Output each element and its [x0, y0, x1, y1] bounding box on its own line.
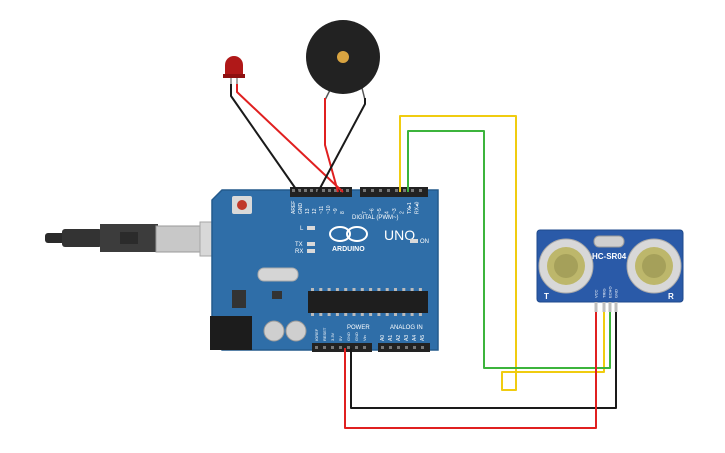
onboard-leds — [307, 226, 418, 253]
digital-pin-label: 4 — [385, 211, 391, 214]
power-header-label: POWER — [347, 325, 370, 331]
wire-led-gnd — [230, 84, 299, 193]
capacitor-right — [285, 320, 307, 342]
analog-pin-label: A1 — [388, 335, 394, 341]
analog-pin-label: A5 — [420, 335, 426, 341]
digital-pin-label: 12 — [312, 208, 318, 214]
digital-pin-label: AREF — [291, 201, 297, 214]
reset-button[interactable] — [232, 196, 252, 214]
voltage-regulator — [232, 290, 246, 308]
digital-pin-label: RX◂0 — [415, 202, 421, 214]
transmitter-marker: T — [544, 292, 549, 301]
small-chip — [272, 291, 282, 299]
power-pin-label: GND — [346, 332, 351, 341]
wires — [230, 84, 617, 429]
sensor-pin-label: TRIG — [602, 288, 607, 298]
transmitter-transducer — [538, 238, 594, 294]
digital-pin-label: GND — [298, 203, 304, 215]
led-l-label: L — [300, 226, 304, 232]
digital-pin-label: TX▸1 — [407, 202, 413, 214]
wire-buzzer-pin — [324, 98, 339, 193]
led-rx-label: RX — [295, 249, 303, 255]
brand-label: ARDUINO — [332, 246, 365, 253]
power-pin-label: RESET — [322, 327, 327, 341]
power-pin-label: 3.3V — [330, 332, 335, 341]
power-pin-label: IOREF — [314, 328, 319, 341]
wire-yellow-trig — [399, 115, 605, 391]
wire-green-echo — [407, 130, 611, 369]
digital-pin-label: ~3 — [392, 208, 398, 214]
digital-pin-label: ~9 — [333, 208, 339, 214]
analog-pin-label: A2 — [396, 335, 402, 341]
digital-pin-label: 7 — [362, 211, 368, 214]
analog-pin-label: A4 — [412, 335, 418, 341]
microcontroller-chip — [308, 288, 428, 316]
arduino-logo — [329, 226, 368, 242]
power-header — [312, 343, 430, 352]
sensor-pin — [602, 302, 606, 312]
digital-pin-label: 8 — [340, 211, 346, 214]
digital-pin-label: 13 — [305, 208, 311, 214]
analog-pin-label: A3 — [404, 335, 410, 341]
digital-pin-label: ~5 — [377, 208, 383, 214]
receiver-marker: R — [668, 292, 674, 301]
digital-pin-label: 2 — [400, 211, 406, 214]
sensor-pin-label: GND — [614, 289, 619, 298]
piezo-buzzer — [306, 20, 380, 101]
analog-header-label: ANALOG IN — [390, 325, 423, 331]
sensor-model-label: HC-SR04 — [592, 252, 627, 261]
wire-led-pin — [236, 84, 344, 193]
wire-red-5v — [344, 312, 597, 429]
digital-header-label: DIGITAL (PWM~) — [352, 215, 399, 221]
power-pin-label: GND — [354, 332, 359, 341]
power-pin-label: 5V — [338, 336, 343, 341]
on-label: ON — [420, 239, 429, 245]
receiver-transducer — [626, 238, 682, 294]
sensor-pin — [608, 302, 612, 312]
board-name: UNO — [384, 227, 415, 243]
analog-pin-label: A0 — [380, 335, 386, 341]
sensor-pin — [594, 302, 598, 312]
digital-pin-label: ~11 — [319, 206, 325, 214]
sensor-pin-label: VCC — [594, 289, 599, 298]
crystal — [257, 267, 299, 282]
wire-buzzer-gnd — [317, 98, 366, 193]
capacitor-left — [263, 320, 285, 342]
wire-black-gnd — [350, 312, 617, 409]
led-tx-label: TX — [295, 242, 303, 248]
sensor-pin-label: ECHO — [608, 286, 613, 298]
sensor-pin — [614, 302, 618, 312]
red-led — [223, 56, 245, 86]
power-jack — [210, 316, 252, 350]
digital-pin-label: ~10 — [326, 205, 332, 214]
power-pin-label: Vin — [362, 335, 367, 341]
digital-pin-label: ~6 — [370, 208, 376, 214]
